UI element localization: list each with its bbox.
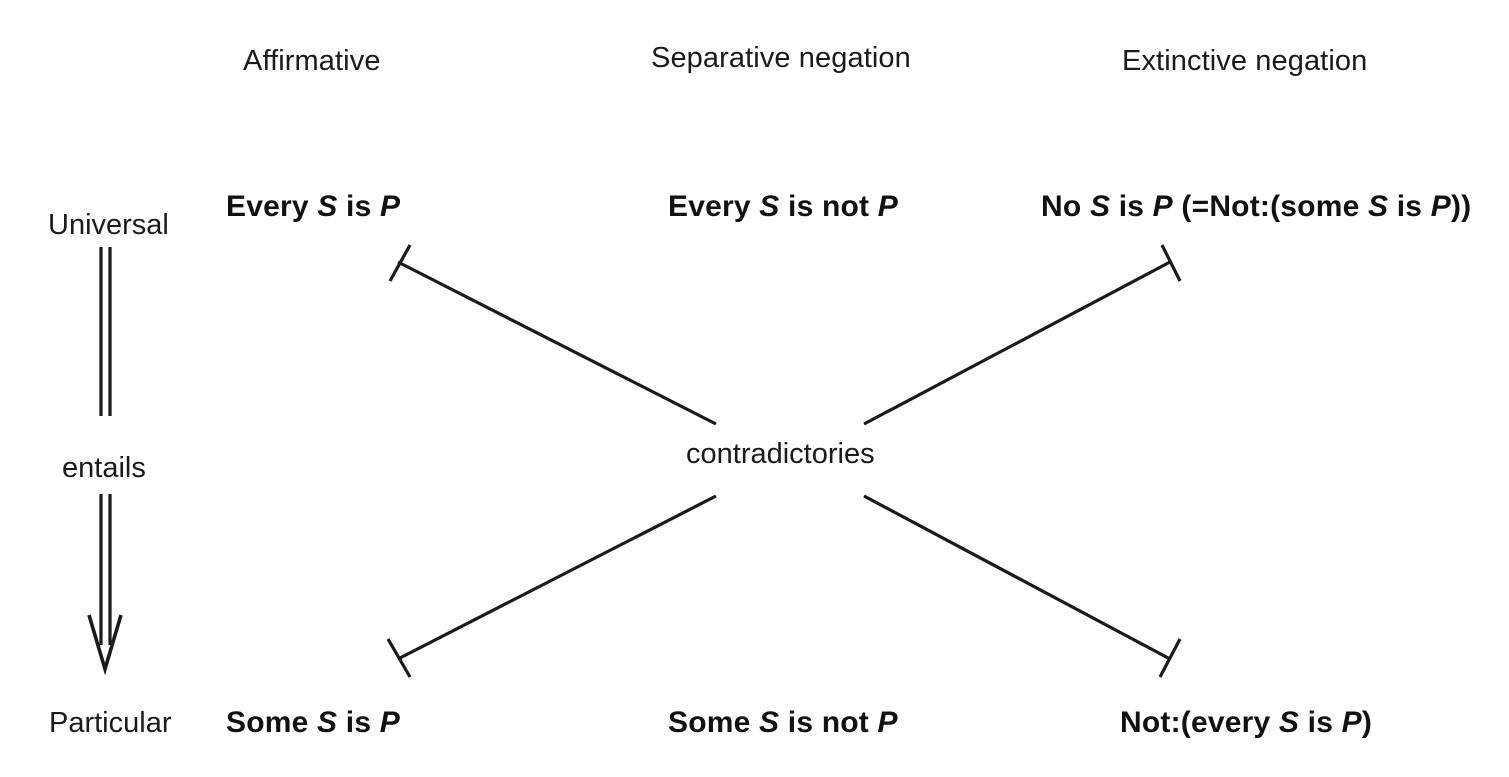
proposition-not-every-s-is-p: Not:(every S is P) (1120, 706, 1373, 739)
row-label-particular: Particular (49, 707, 172, 739)
proposition-every-s-is-not-p: Every S is not P (668, 190, 898, 223)
proposition-no-s-is-p: No S is P (=Not:(some S is P)) (1041, 190, 1472, 223)
column-header-affirmative: Affirmative (243, 45, 381, 77)
column-header-separative-negation: Separative negation (651, 42, 911, 74)
entails-label: entails (62, 452, 146, 484)
proposition-some-s-is-p: Some S is P (226, 706, 400, 739)
row-label-universal: Universal (48, 209, 169, 241)
entails-arrow-lower-segment (99, 494, 112, 645)
column-header-extinctive-negation: Extinctive negation (1122, 45, 1368, 77)
contradictory-line-upper-left (388, 244, 717, 426)
entails-arrow-upper-segment (99, 247, 112, 416)
contradictory-line-lower-right (863, 494, 1182, 678)
contradictories-label: contradictories (686, 438, 875, 470)
entails-arrowhead-icon (87, 614, 123, 676)
contradictory-line-upper-right (863, 244, 1182, 426)
proposition-every-s-is-p: Every S is P (226, 190, 401, 223)
contradictory-line-lower-left (386, 494, 717, 678)
proposition-some-s-is-not-p: Some S is not P (668, 706, 898, 739)
